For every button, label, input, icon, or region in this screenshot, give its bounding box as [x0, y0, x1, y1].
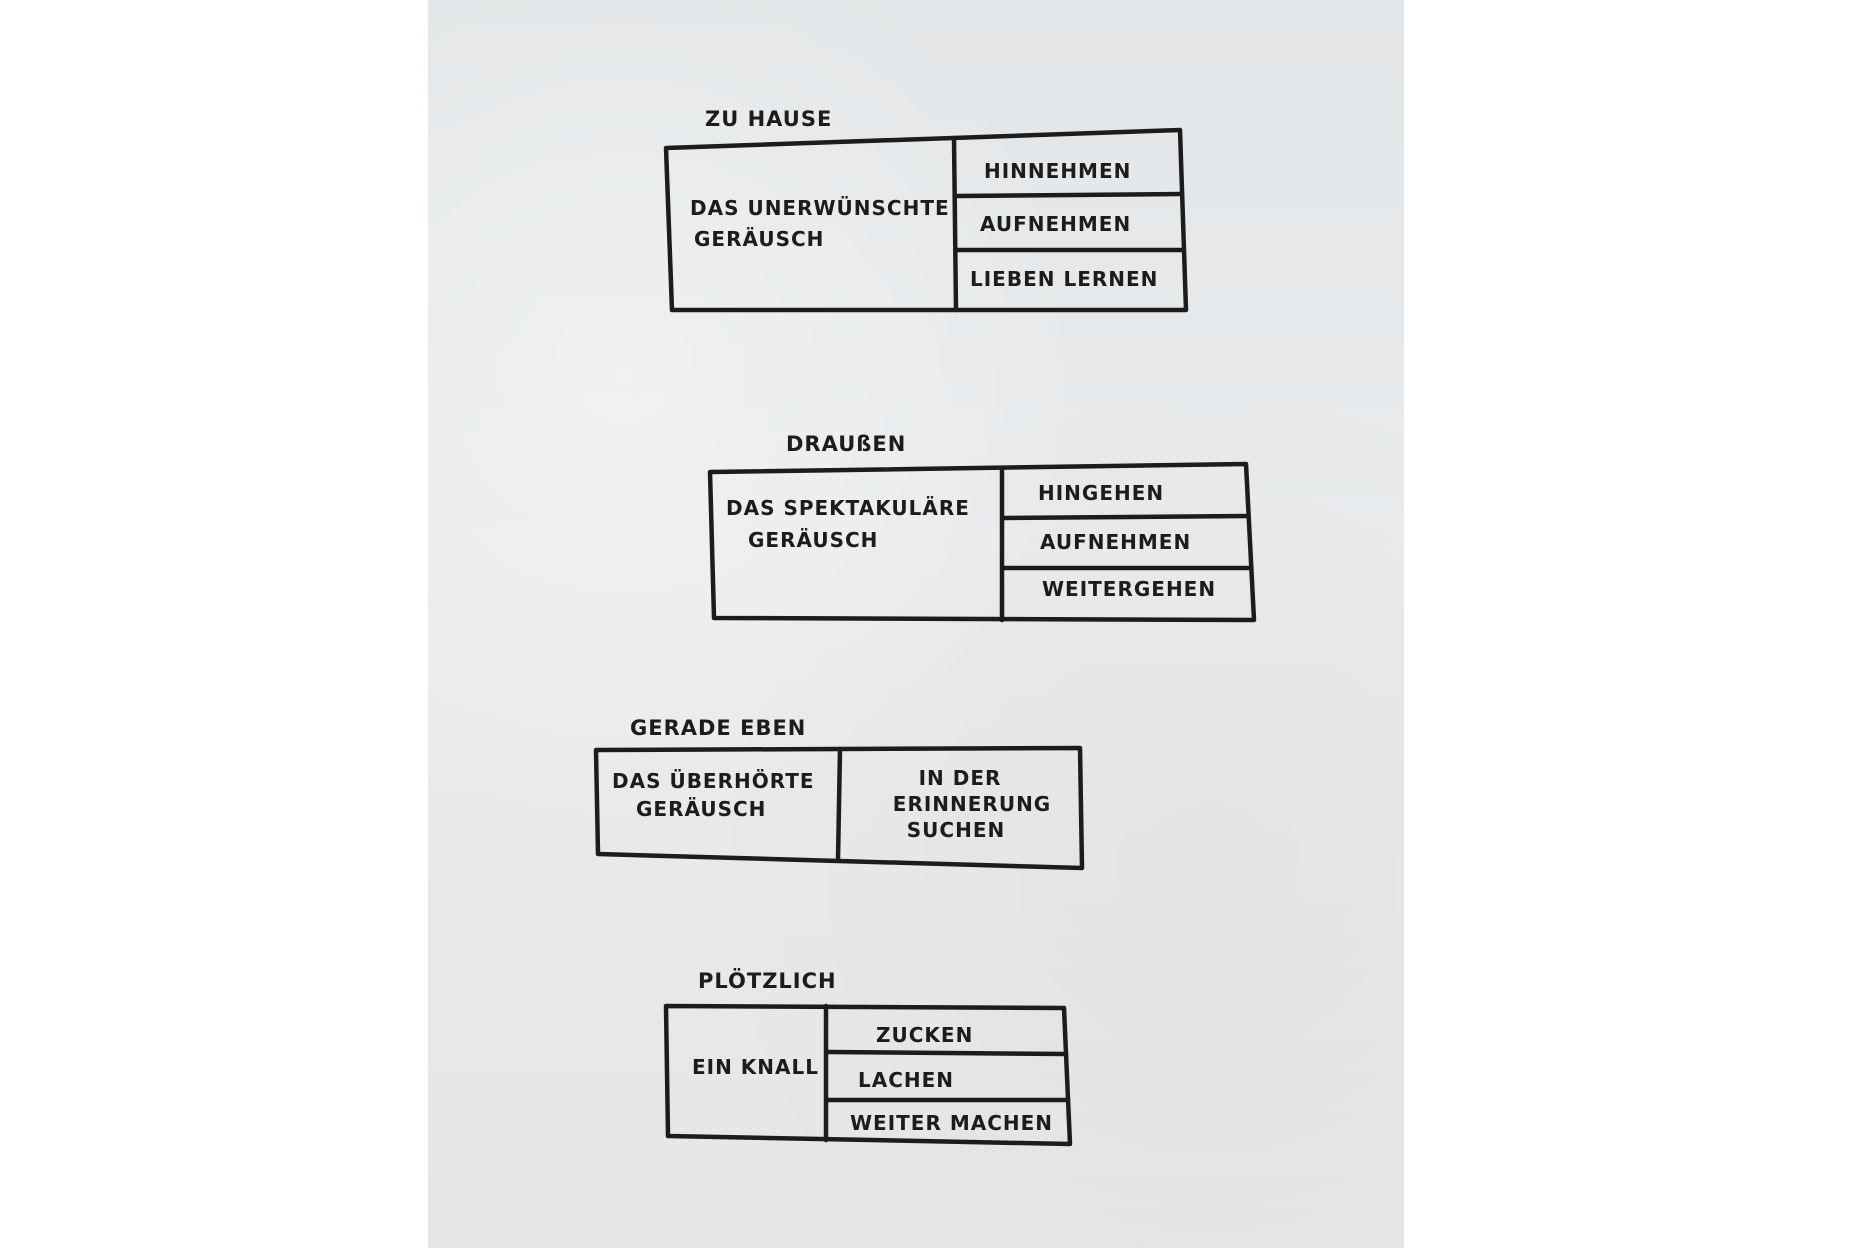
subject-zu-hause-line-2: GERÄUSCH [694, 227, 824, 251]
action-ploetzlich-1: ZUCKEN [876, 1023, 973, 1047]
table-gerade-eben [593, 745, 1085, 871]
action-zu-hause-3: LIEBEN LERNEN [970, 267, 1158, 291]
subject-draussen-line-2: GERÄUSCH [748, 528, 878, 552]
action-draussen-1: HINGEHEN [1038, 481, 1164, 505]
heading-gerade-eben: GERADE EBEN [630, 716, 806, 740]
table-zu-hause [663, 127, 1189, 313]
subject-ploetzlich: EIN KNALL [692, 1055, 819, 1079]
heading-ploetzlich: PLÖTZLICH [698, 968, 837, 993]
table-ploetzlich [663, 1003, 1073, 1147]
subject-zu-hause-line-1: DAS UNERWÜNSCHTE [690, 196, 950, 220]
action-ploetzlich-3: WEITER MACHEN [850, 1111, 1053, 1135]
action-gerade-eben-2: ERINNERUNG [893, 792, 1051, 816]
subject-gerade-eben-line-2: GERÄUSCH [636, 797, 766, 821]
action-ploetzlich-2: LACHEN [858, 1068, 954, 1092]
wall-drawing-svg: ZU HAUSE DAS UNERWÜNSCHTE GERÄUSCH HINNE… [593, 107, 1257, 1147]
action-gerade-eben-1: IN DER [919, 766, 1002, 790]
heading-zu-hause: ZU HAUSE [705, 107, 832, 131]
heading-draussen: DRAUßEN [786, 432, 906, 456]
action-draussen-2: AUFNEHMEN [1040, 530, 1191, 554]
wall-drawing: ZU HAUSE DAS UNERWÜNSCHTE GERÄUSCH HINNE… [428, 0, 1404, 1248]
action-zu-hause-1: HINNEHMEN [984, 159, 1131, 183]
action-zu-hause-2: AUFNEHMEN [980, 212, 1131, 236]
table-draussen [707, 461, 1257, 623]
action-draussen-3: WEITERGEHEN [1042, 577, 1216, 601]
action-gerade-eben-3: SUCHEN [907, 818, 1005, 842]
subject-draussen-line-1: DAS SPEKTAKULÄRE [726, 496, 970, 520]
subject-gerade-eben-line-1: DAS ÜBERHÖRTE [612, 769, 815, 793]
